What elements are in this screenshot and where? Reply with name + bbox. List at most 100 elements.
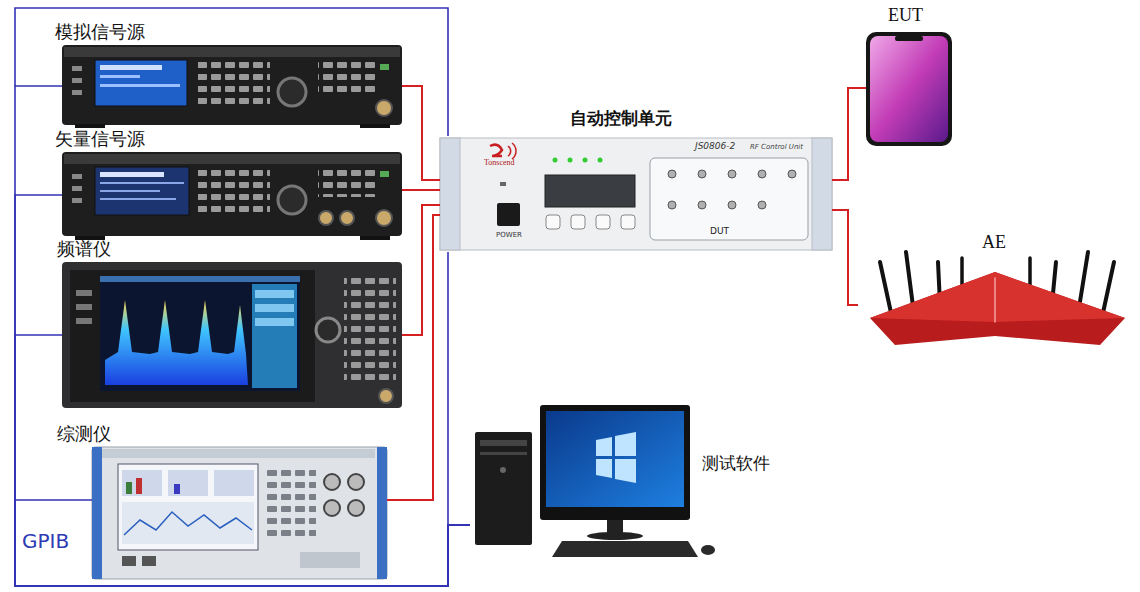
- node-label: 频谱仪: [57, 238, 111, 260]
- vector-generator-drawing: [72, 198, 82, 203]
- radio-tester-drawing: [122, 470, 162, 496]
- phone-drawing: [866, 32, 952, 146]
- radio-tester-drawing: [348, 500, 364, 516]
- node-label: 测试软件: [702, 453, 770, 473]
- radio-tester-drawing: [122, 556, 136, 566]
- pc-drawing: [615, 459, 636, 483]
- node-label: AE: [982, 232, 1006, 254]
- control-unit-drawing: [568, 158, 573, 163]
- control-unit-drawing: [440, 138, 832, 250]
- spectrum-analyzer-drawing: [255, 290, 294, 298]
- pc-drawing: [587, 532, 643, 540]
- spectrum-analyzer-drawing: [76, 304, 92, 310]
- vector-generator-drawing: [72, 174, 82, 179]
- pc-drawing: [615, 432, 636, 456]
- pc-drawing: [480, 440, 527, 446]
- vector-generator-drawing: [72, 186, 82, 191]
- control-unit-drawing: [508, 143, 516, 159]
- spectrum-analyzer-drawing: [76, 318, 92, 324]
- control-unit-drawing: [668, 201, 676, 209]
- control-unit-drawing: [650, 158, 808, 240]
- panel-text: DUT: [710, 226, 729, 237]
- analog-generator-drawing: [95, 60, 187, 106]
- vector-signal-generator: 矢量信号源: [62, 152, 402, 240]
- router-drawing: [870, 272, 1125, 322]
- control-unit-drawing: [583, 158, 588, 163]
- control-unit-drawing: [758, 170, 766, 178]
- vector-generator-drawing: [278, 186, 306, 214]
- radio-tester-drawing: [174, 484, 180, 494]
- vector-generator-drawing: [62, 152, 402, 240]
- phone-drawing: [870, 36, 948, 142]
- control-unit-drawing: [545, 175, 635, 207]
- spectrum-analyzer-drawing: [255, 304, 294, 312]
- node-label: 综测仪: [57, 423, 111, 445]
- control-unit-drawing: [788, 170, 796, 178]
- vector-generator-drawing: [360, 236, 390, 240]
- vector-generator-drawing: [340, 211, 354, 225]
- analog-generator-drawing: [100, 65, 162, 70]
- bus-label: GPIB: [22, 529, 69, 553]
- gpib-cable: [15, 500, 470, 586]
- radio-tester-drawing: [348, 474, 364, 490]
- panel-text: JS0806-2: [695, 141, 735, 152]
- analog-generator-drawing: [72, 66, 82, 71]
- node-label: 模拟信号源: [55, 21, 145, 43]
- radio-tester-drawing: [324, 500, 340, 516]
- spectrum-analyzer-drawing: [76, 290, 92, 296]
- spectrum-analyzer-drawing: [344, 276, 396, 384]
- analog-generator-drawing: [72, 78, 82, 83]
- rf-cable: [387, 215, 440, 500]
- vector-generator-drawing: [100, 172, 164, 177]
- analog-generator-drawing: [72, 90, 82, 95]
- ae-router: AE: [858, 232, 1127, 350]
- gpib-cable: [15, 195, 470, 586]
- radio-tester-drawing: [264, 466, 316, 538]
- control-unit-drawing: [490, 145, 502, 156]
- vector-generator-drawing: [64, 154, 400, 164]
- spectrum-analyzer-drawing: [252, 284, 297, 388]
- gpib-cable: [15, 86, 470, 586]
- analog-generator-drawing: [75, 124, 105, 128]
- vector-generator-drawing: [198, 167, 270, 217]
- control-unit-drawing: [546, 215, 560, 229]
- vector-generator-drawing: [318, 167, 378, 197]
- radio-tester: 综测仪: [92, 447, 387, 579]
- control-unit-drawing: [728, 201, 736, 209]
- analog-generator-drawing: [278, 78, 306, 106]
- radio-tester-drawing: [126, 482, 132, 494]
- pc-drawing: [475, 432, 532, 545]
- test-pc: 测试软件: [470, 405, 698, 560]
- node-label: EUT: [888, 5, 923, 27]
- spectrum-analyzer: 频谱仪: [62, 262, 402, 410]
- analog-generator-drawing: [360, 124, 390, 128]
- rf-cable: [832, 88, 866, 180]
- radio-tester-drawing: [136, 478, 142, 494]
- control-unit-drawing: [440, 138, 460, 250]
- radio-tester-drawing: [118, 464, 258, 550]
- pc-drawing: [480, 452, 527, 455]
- control-unit-drawing: [812, 138, 832, 250]
- vector-generator-drawing: [380, 171, 389, 177]
- control-unit-drawing: [698, 170, 706, 178]
- control-unit-drawing: [621, 215, 635, 229]
- eut-phone: EUT: [866, 32, 952, 146]
- control-unit-drawing: [553, 158, 558, 163]
- panel-text: Tonscend: [484, 158, 515, 168]
- pc-drawing: [607, 520, 623, 534]
- panel-text: POWER: [496, 231, 522, 239]
- router-drawing: [870, 252, 1125, 345]
- analog-generator-drawing: [376, 100, 392, 116]
- rf-cable: [402, 205, 440, 335]
- analog-generator-drawing: [380, 64, 389, 70]
- radio-tester-drawing: [324, 474, 340, 490]
- radio-tester-drawing: [92, 447, 387, 579]
- control-unit-drawing: [758, 201, 766, 209]
- spectrum-analyzer-drawing: [105, 300, 248, 385]
- panel-text: RF Control Unit: [750, 143, 803, 151]
- gpib-bus: [15, 8, 448, 136]
- pc-drawing: [596, 437, 612, 456]
